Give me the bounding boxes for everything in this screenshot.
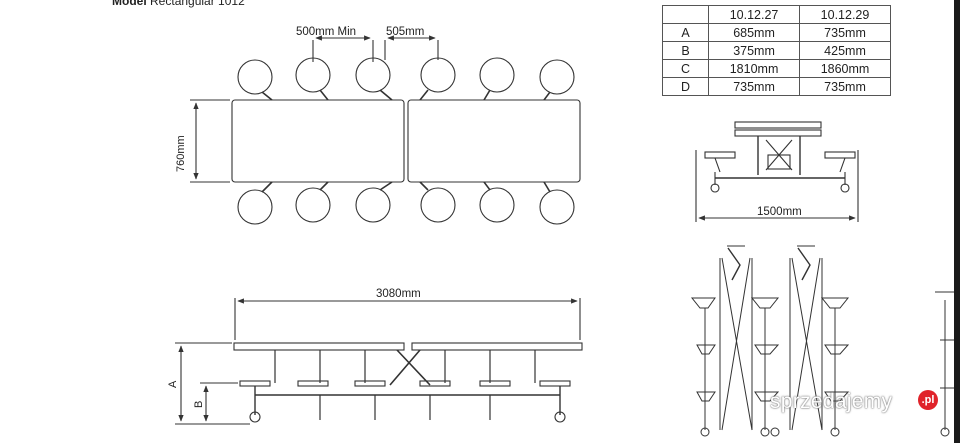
seats-top-row — [237, 57, 575, 95]
spec-table-row: D 735mm 735mm — [661, 77, 891, 96]
model-name: Rectangular 1012 — [150, 0, 245, 8]
seat-arms — [261, 89, 551, 193]
dim-seat-gap-label: 500mm Min — [296, 26, 356, 38]
dim-length-label: 3080mm — [376, 288, 421, 300]
spec-table-row: C 1810mm 1860mm — [661, 59, 891, 78]
spec-cell: 375mm — [708, 41, 801, 60]
model-label: Model — [112, 0, 147, 8]
spec-header-cell: 10.12.29 — [799, 5, 891, 24]
spec-cell: 425mm — [799, 41, 891, 60]
dim-side-length-label: 1500mm — [757, 206, 802, 218]
spec-cell: D — [661, 77, 710, 96]
spec-table: 10.12.27 10.12.29 A 685mm 735mm B 375mm … — [661, 5, 891, 96]
spec-cell: C — [661, 59, 710, 78]
dim-height-a-label: A — [167, 380, 179, 388]
spec-cell: 735mm — [799, 77, 891, 96]
seats-bottom-row — [237, 187, 575, 225]
table-top-left — [231, 99, 405, 183]
side-view — [175, 298, 583, 425]
spec-cell: B — [661, 41, 710, 60]
dim-height-b-label: B — [193, 401, 205, 408]
watermark-text: sprzedajemy — [770, 390, 893, 413]
spec-cell: A — [661, 23, 710, 42]
right-edge-band — [954, 0, 960, 443]
dim-seat-pitch-label: 505mm — [386, 26, 424, 38]
folded-view — [690, 245, 960, 437]
table-top-right — [407, 99, 581, 183]
spec-cell: 685mm — [708, 23, 801, 42]
top-view — [190, 35, 581, 225]
spec-table-header-row: 10.12.27 10.12.29 — [661, 5, 891, 24]
spec-header-cell — [661, 5, 710, 24]
dim-width-label: 760mm — [175, 135, 187, 172]
spec-table-row: A 685mm 735mm — [661, 23, 891, 42]
spec-cell: 735mm — [708, 77, 801, 96]
watermark-badge: .pl — [918, 390, 938, 410]
spec-cell: 1860mm — [799, 59, 891, 78]
spec-cell: 735mm — [799, 23, 891, 42]
spec-table-row: B 375mm 425mm — [661, 41, 891, 60]
spec-cell: 1810mm — [708, 59, 801, 78]
model-title: Model Rectangular 1012 — [112, 0, 245, 8]
spec-header-cell: 10.12.27 — [708, 5, 801, 24]
end-view — [695, 121, 859, 222]
